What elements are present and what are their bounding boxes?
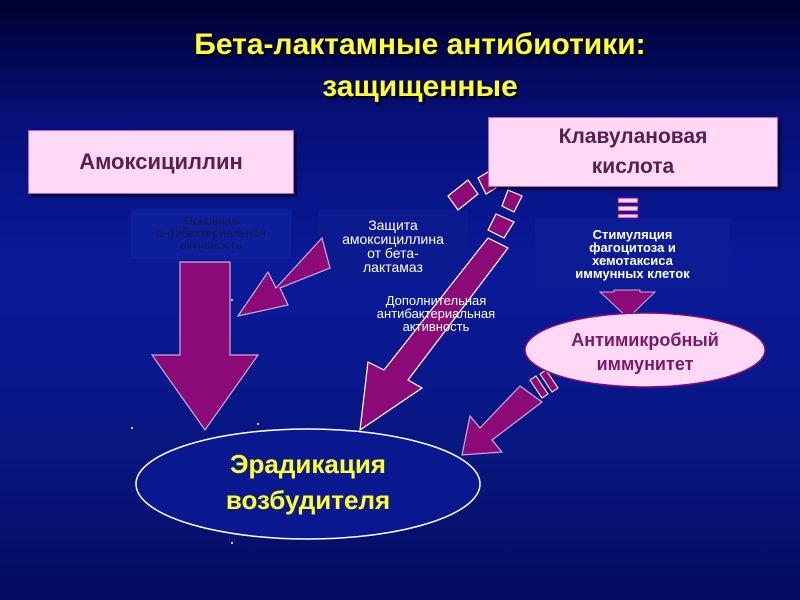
protection-box bbox=[318, 210, 468, 286]
dashed-segment-4 bbox=[487, 213, 515, 239]
main-arrow bbox=[150, 261, 260, 432]
stripe-1 bbox=[617, 197, 639, 204]
amoxicillin-box: Амоксициллин bbox=[28, 130, 294, 194]
clavulanic-line-1: Клавулановая bbox=[558, 125, 708, 148]
immunity-ellipse bbox=[524, 312, 766, 388]
immunity-label: Антимикробный иммунитет bbox=[571, 330, 719, 374]
title-line-2: защищенные bbox=[322, 70, 518, 103]
amoxicillin-label: Амоксициллин bbox=[79, 149, 243, 174]
basic-activity-label: Основная антибактериальная активность bbox=[156, 214, 266, 252]
stimulation-label: Стимуляция фагоцитоза и хемотаксиса имму… bbox=[575, 227, 690, 281]
eradication-ellipse bbox=[135, 428, 481, 540]
additional-activity-label: Дополнительная антибактериальная активно… bbox=[376, 293, 496, 334]
title-line-1: Бета-лактамные антибиотики: bbox=[194, 28, 646, 61]
stripe-2 bbox=[617, 205, 639, 212]
dashed-segment-2 bbox=[477, 171, 497, 195]
stimulation-arrow bbox=[598, 289, 657, 319]
immunity-stripe-1 bbox=[539, 369, 559, 393]
clavulanic-acid-box: Клавулановая кислота bbox=[488, 117, 778, 187]
protection-arrow bbox=[236, 236, 331, 317]
stimulation-box bbox=[535, 218, 730, 290]
dashed-segment-3 bbox=[501, 189, 523, 213]
clavulanic-line-2: кислота bbox=[591, 155, 675, 178]
immunity-arrow bbox=[461, 385, 544, 456]
stripe-3 bbox=[617, 213, 639, 219]
additional-arrow bbox=[359, 237, 509, 432]
eradication-label: Эрадикация возбудителя bbox=[225, 449, 391, 515]
slide-title: Бета-лактамные антибиотики: защищенные bbox=[100, 24, 740, 108]
basic-activity-box bbox=[129, 207, 293, 261]
protection-label: Защита амоксициллина от бета- лактамаз bbox=[342, 217, 444, 275]
immunity-stripe-2 bbox=[529, 375, 549, 399]
dashed-segment-1 bbox=[447, 179, 479, 211]
